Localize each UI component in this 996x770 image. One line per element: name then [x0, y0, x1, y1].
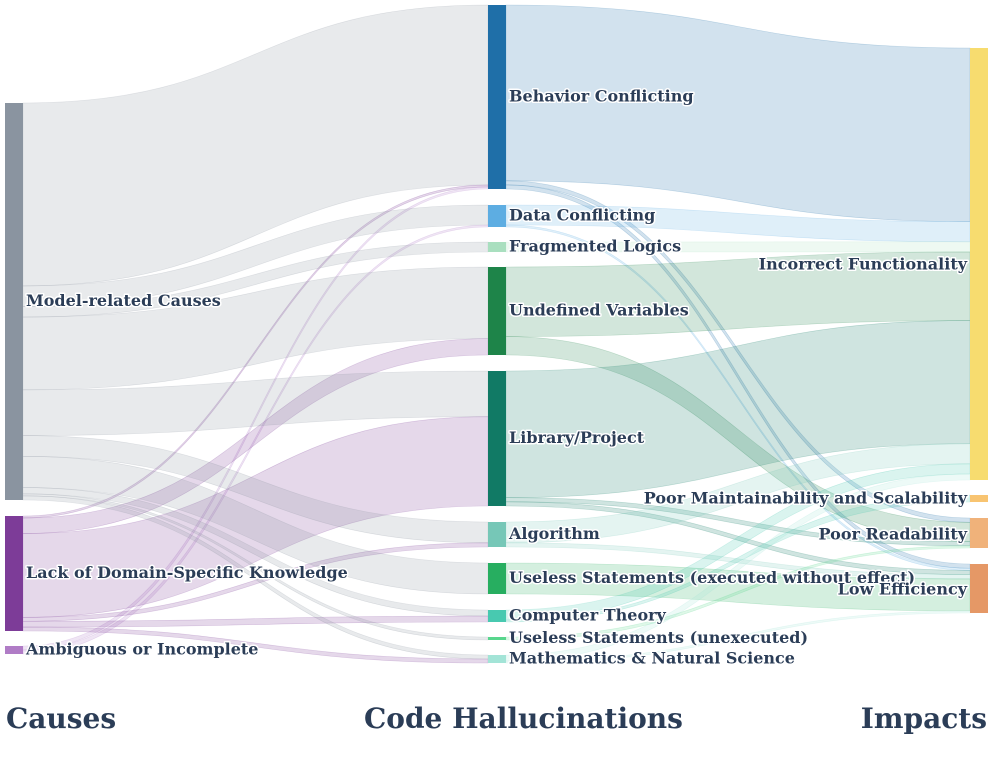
nodes-layer [5, 5, 988, 663]
hallucinations-column-title: Code Hallucinations [364, 702, 683, 735]
node-model [5, 103, 23, 500]
node-label-read: Poor Readability [819, 525, 968, 544]
node-label-math: Mathematics & Natural Science [509, 649, 795, 668]
node-label-frag: Fragmented Logics [509, 237, 681, 256]
node-label-undef: Undefined Variables [509, 301, 689, 320]
node-label-useless_exec: Useless Statements (executed without eff… [509, 568, 915, 587]
node-label-domain: Lack of Domain-Specific Knowledge [26, 563, 348, 582]
node-maint [970, 495, 988, 502]
node-algo [488, 522, 506, 547]
node-label-lib: Library/Project [509, 428, 645, 447]
node-label-comp: Computer Theory [509, 606, 667, 625]
node-behavior [488, 5, 506, 189]
node-read [970, 518, 988, 548]
node-frag [488, 242, 506, 252]
node-data [488, 205, 506, 227]
node-label-data: Data Conflicting [509, 206, 655, 225]
node-label-eff: Low Efficiency [838, 580, 968, 599]
node-label-incorrect: Incorrect Functionality [759, 255, 968, 274]
node-eff [970, 564, 988, 613]
node-label-ambig: Ambiguous or Incomplete [25, 640, 258, 659]
node-domain [5, 516, 23, 631]
links-layer [22, 4, 971, 664]
node-incorrect [970, 48, 988, 480]
node-label-useless_unexec: Useless Statements (unexecuted) [509, 628, 808, 647]
causes-column-title: Causes [6, 702, 117, 735]
node-lib [488, 371, 506, 506]
node-comp [488, 610, 506, 622]
impacts-column-title: Impacts [860, 702, 987, 735]
node-ambig [5, 646, 23, 654]
node-label-behavior: Behavior Conflicting [509, 87, 694, 106]
node-useless_exec [488, 563, 506, 594]
node-math [488, 655, 506, 663]
node-label-maint: Poor Maintainability and Scalability [644, 489, 968, 508]
node-label-model: Model-related Causes [26, 291, 221, 310]
link-behavior-to-incorrect [505, 4, 971, 222]
link-model-to-behavior [22, 4, 489, 287]
node-useless_unexec [488, 637, 506, 640]
node-undef [488, 267, 506, 355]
node-label-algo: Algorithm [508, 524, 600, 543]
